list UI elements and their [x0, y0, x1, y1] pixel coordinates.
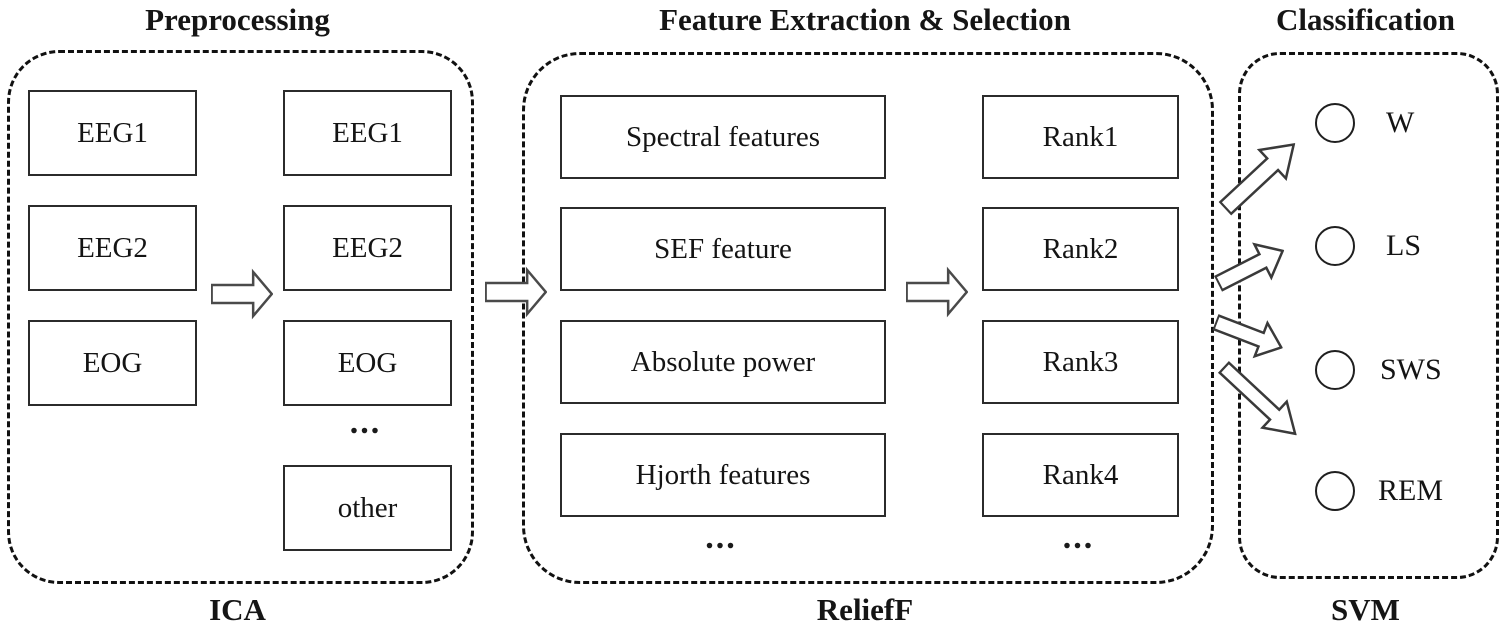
arrow-ica-transform-icon: [211, 268, 273, 320]
preprocessing-group-border: [7, 50, 474, 584]
class-label-sws: SWS: [1380, 353, 1442, 386]
input-box-eeg2: EEG2: [28, 205, 197, 291]
feature-box-absolute-power: Absolute power: [560, 320, 886, 404]
arrow-to-class-ls-icon: [1208, 231, 1294, 304]
class-label-ls: LS: [1386, 229, 1422, 262]
rank-box-3: Rank3: [982, 320, 1179, 404]
method-label-ica: ICA: [209, 592, 266, 627]
feature-box-spectral-features: Spectral features: [560, 95, 886, 179]
class-circle-icon: [1315, 226, 1355, 266]
rank-box-2: Rank2: [982, 207, 1179, 291]
class-circle-icon: [1315, 350, 1355, 390]
classification-group-border: [1238, 52, 1499, 579]
arrow-to-class-rem-icon: [1208, 351, 1311, 451]
rank-ellipsis: ...: [1062, 519, 1095, 556]
feature-box-hjorth-features: Hjorth features: [560, 433, 886, 517]
method-label-svm: SVM: [1331, 592, 1400, 627]
arrow-to-class-sws-icon: [1208, 302, 1290, 367]
arrow-to-class-w-icon: [1209, 126, 1311, 225]
output-ellipsis: ...: [349, 404, 382, 441]
feature-extraction-title: Feature Extraction & Selection: [659, 2, 1071, 37]
class-circle-icon: [1315, 471, 1355, 511]
class-label-w: W: [1386, 106, 1415, 139]
rank-box-1: Rank1: [982, 95, 1179, 179]
class-label-rem: REM: [1378, 474, 1444, 507]
input-box-eog: EOG: [28, 320, 197, 406]
feature-box-sef-feature: SEF feature: [560, 207, 886, 291]
method-label-relieff: ReliefF: [816, 592, 914, 627]
feature-extraction-group-border: [522, 52, 1214, 584]
input-box-eeg1: EEG1: [28, 90, 197, 176]
output-box-eeg2: EEG2: [283, 205, 452, 291]
preprocessing-title: Preprocessing: [145, 2, 330, 37]
feature-ellipsis: ...: [705, 519, 737, 556]
rank-box-4: Rank4: [982, 433, 1179, 517]
arrow-preprocessing-to-features-icon: [485, 266, 547, 318]
output-box-eog: EOG: [283, 320, 452, 406]
arrow-features-to-ranks-icon: [906, 266, 968, 318]
output-box-other: other: [283, 465, 452, 551]
output-box-eeg1: EEG1: [283, 90, 452, 176]
class-circle-icon: [1315, 103, 1355, 143]
classification-title: Classification: [1275, 2, 1456, 37]
